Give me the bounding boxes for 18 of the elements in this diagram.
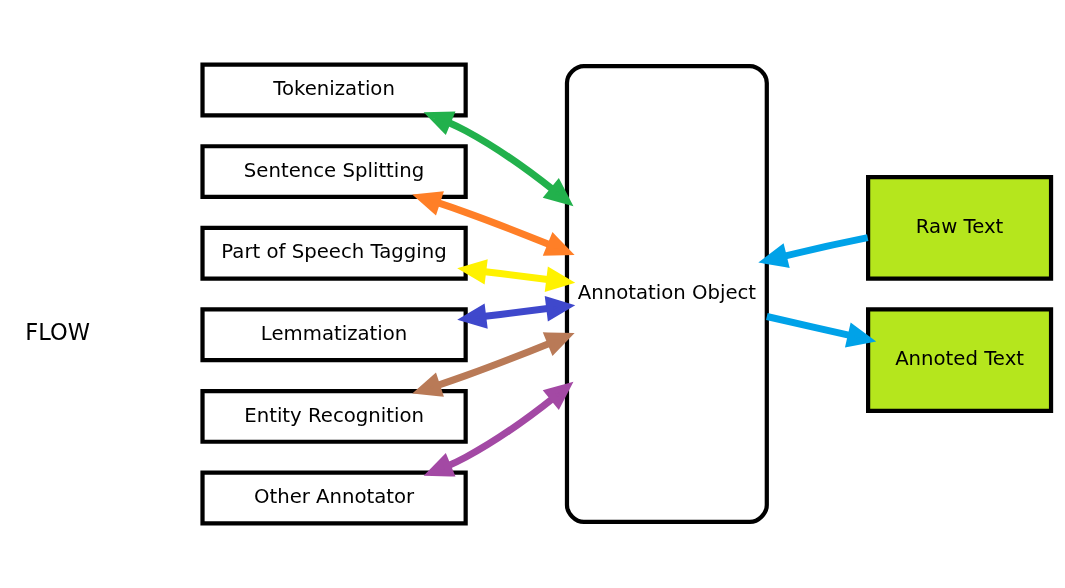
- node-box: Annotation Object: [564, 63, 769, 525]
- arrow: [412, 191, 575, 256]
- node-box: Lemmatization: [200, 307, 468, 363]
- node-box: Entity Recognition: [200, 389, 468, 444]
- arrow: [412, 332, 575, 397]
- arrow: [766, 313, 877, 348]
- arrow: [423, 381, 574, 477]
- node-box: Raw Text: [866, 175, 1054, 281]
- arrow: [457, 296, 576, 329]
- node-box: Other Annotator: [200, 470, 468, 526]
- arrow: [423, 111, 574, 207]
- label: FLOW: [25, 319, 90, 346]
- node-box: Part of Speech Tagging: [200, 225, 468, 281]
- arrow: [758, 234, 869, 268]
- node-box: Sentence Splitting: [200, 144, 468, 199]
- node-box: Annoted Text: [866, 307, 1054, 413]
- arrow: [457, 259, 576, 292]
- node-box: Tokenization: [200, 62, 468, 118]
